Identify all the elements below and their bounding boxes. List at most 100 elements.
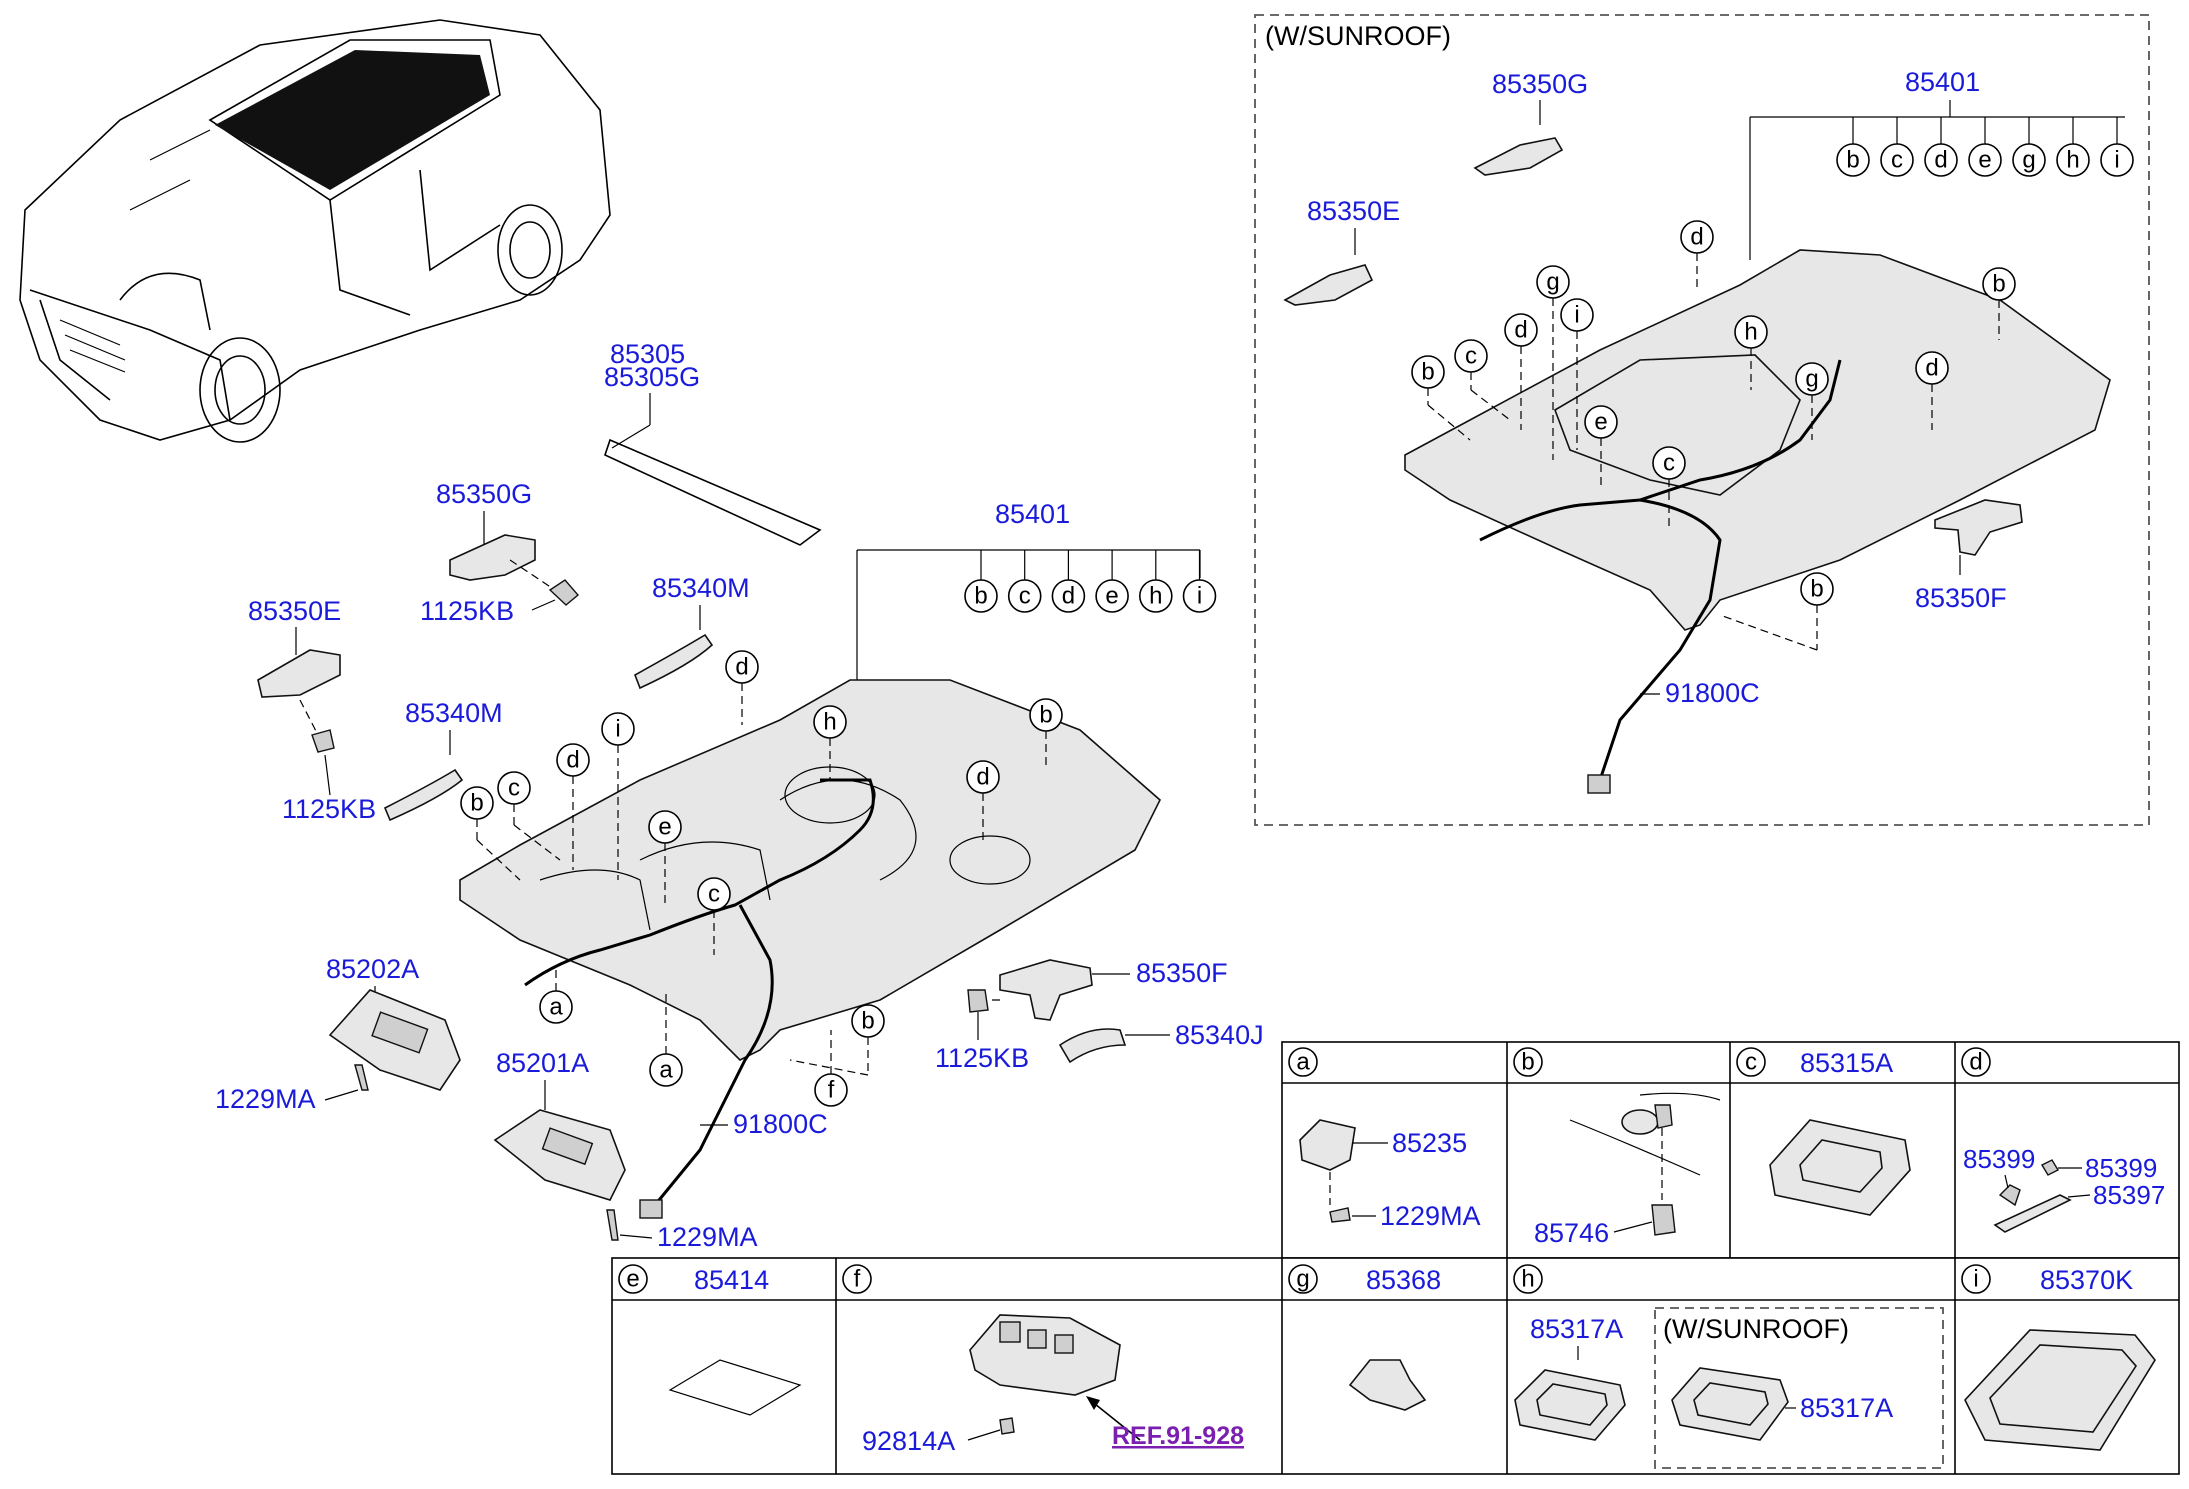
- callout-main-h: h: [813, 705, 847, 739]
- svg-text:c: c: [708, 881, 720, 908]
- cell-h-header: h: [1513, 1264, 1543, 1294]
- svg-text:a: a: [1296, 1049, 1310, 1076]
- svg-text:b: b: [1810, 576, 1823, 603]
- handle-j-part: [1058, 1028, 1127, 1064]
- callout-sr-b3: b: [1800, 572, 1834, 606]
- svg-text:d: d: [735, 654, 748, 681]
- bracket-f-part: [999, 959, 1093, 1021]
- cell-g-header: g: [1288, 1264, 1318, 1294]
- bolt-2-part: [311, 729, 335, 753]
- cell-h-sub-label: (W/SUNROOF): [1663, 1314, 1849, 1344]
- cell-e-header: e: [618, 1264, 648, 1294]
- letter-label-i: i: [2114, 147, 2119, 174]
- label-bolt-3: 1125KB: [935, 1043, 1029, 1073]
- letter-label-d: d: [1934, 147, 1947, 174]
- sr-harness-connector-part: [1587, 774, 1611, 794]
- label-bracket-g: 85350G: [436, 479, 532, 509]
- label-handle-2: 85340M: [405, 698, 503, 728]
- svg-text:h: h: [1521, 1266, 1534, 1293]
- screw-2-part: [606, 1209, 619, 1241]
- cell-d-clip-part-1: [1998, 1184, 2021, 1207]
- svg-text:c: c: [1465, 343, 1477, 370]
- bolt-3-part: [967, 989, 989, 1013]
- sr-callout-group: d g i d b c h g e c b d b: [1411, 220, 2016, 651]
- cell-d-part-2: 85399: [2085, 1153, 2157, 1183]
- cell-a-header: a: [1288, 1047, 1318, 1077]
- callout-main-d1: d: [725, 650, 759, 684]
- bolt-1-part: [548, 579, 579, 606]
- cell-a-part-2: 1229MA: [1380, 1201, 1481, 1231]
- label-roof-top-2: 85305G: [604, 362, 700, 392]
- letter-circle-i: [2100, 143, 2134, 177]
- sr-bracket-g-part: [1473, 137, 1564, 176]
- svg-text:b: b: [1039, 702, 1052, 729]
- svg-text:a: a: [659, 1057, 673, 1084]
- letter-circle-h: [2056, 143, 2090, 177]
- label-sr-bracket-g: 85350G: [1492, 69, 1588, 99]
- cell-g-title: 85368: [1366, 1265, 1441, 1295]
- cell-d-part-1: 85399: [1963, 1144, 2035, 1174]
- cell-a-screw-part: [1329, 1207, 1351, 1223]
- callout-main-c2: c: [697, 877, 731, 911]
- letter-label-b: b: [1846, 147, 1859, 174]
- reference-link[interactable]: REF.91-928: [1112, 1422, 1244, 1450]
- svg-text:f: f: [828, 1077, 835, 1104]
- callout-main-e: e: [648, 810, 682, 844]
- cell-h-part-2: 85317A: [1800, 1393, 1893, 1423]
- letter-label-c: c: [1891, 147, 1903, 174]
- label-handle-j: 85340J: [1175, 1020, 1264, 1050]
- letter-label-h: h: [2066, 147, 2079, 174]
- letter-label-c: c: [1019, 583, 1031, 610]
- roof-panel: [604, 438, 822, 546]
- svg-text:g: g: [1546, 269, 1559, 296]
- letter-label-i: i: [1197, 583, 1202, 610]
- svg-text:b: b: [861, 1008, 874, 1035]
- letter-circle-g: [2012, 143, 2046, 177]
- main-diagram: 85305 85305G 85350G 1125KB 85350E 1125KB…: [215, 339, 1264, 1252]
- cell-b-part-1: 85746: [1534, 1218, 1609, 1248]
- handle-1-part: [634, 633, 714, 690]
- callout-main-a1: a: [539, 990, 573, 1024]
- letter-circle-i: [1182, 579, 1217, 613]
- svg-text:b: b: [1521, 1049, 1534, 1076]
- letter-label-e: e: [1978, 147, 1991, 174]
- cell-b-header: b: [1513, 1047, 1543, 1077]
- cell-c-header: c: [1736, 1047, 1766, 1077]
- letter-circle-d: [1051, 579, 1086, 613]
- svg-text:d: d: [1514, 317, 1527, 344]
- svg-text:d: d: [566, 747, 579, 774]
- callout-sr-d3: d: [1915, 351, 1949, 385]
- svg-text:e: e: [1594, 409, 1607, 436]
- svg-text:d: d: [976, 764, 989, 791]
- cell-a-part-1: 85235: [1392, 1128, 1467, 1158]
- cell-d-clip-part-2: [2041, 1159, 2059, 1176]
- callout-main-b3: b: [851, 1004, 885, 1038]
- callout-sr-d1: d: [1680, 220, 1714, 254]
- callout-sr-b1: b: [1411, 355, 1445, 389]
- callout-main-f: f: [814, 1073, 848, 1107]
- svg-text:h: h: [823, 709, 836, 736]
- callout-main-c1: c: [497, 771, 531, 805]
- cell-a-lamp-part: [1299, 1119, 1356, 1171]
- svg-text:g: g: [1805, 366, 1818, 393]
- svg-text:b: b: [1421, 359, 1434, 386]
- svg-text:d: d: [1969, 1049, 1982, 1076]
- cell-d-part-3: 85397: [2093, 1180, 2165, 1210]
- callout-main-b1: b: [1029, 698, 1063, 732]
- callout-main-b2: b: [460, 786, 494, 820]
- bracket-e-part: [257, 649, 341, 698]
- sunroof-glass-icon: [215, 50, 490, 190]
- callout-sr-c1: c: [1454, 339, 1488, 373]
- cell-h-part-1: 85317A: [1530, 1314, 1623, 1344]
- label-roof-top-1: 85305: [610, 339, 685, 369]
- svg-text:c: c: [508, 775, 520, 802]
- svg-text:d: d: [1925, 355, 1938, 382]
- cell-c-title: 85315A: [1800, 1048, 1893, 1078]
- detail-table: a b c 85315A d 85235 1229MA 85746 85399 …: [611, 1041, 2180, 1475]
- cell-b-clip-part-1: [1654, 1104, 1673, 1129]
- label-screw-1: 1229MA: [215, 1084, 316, 1114]
- svg-text:g: g: [1296, 1266, 1309, 1293]
- sr-opening: [1554, 354, 1801, 496]
